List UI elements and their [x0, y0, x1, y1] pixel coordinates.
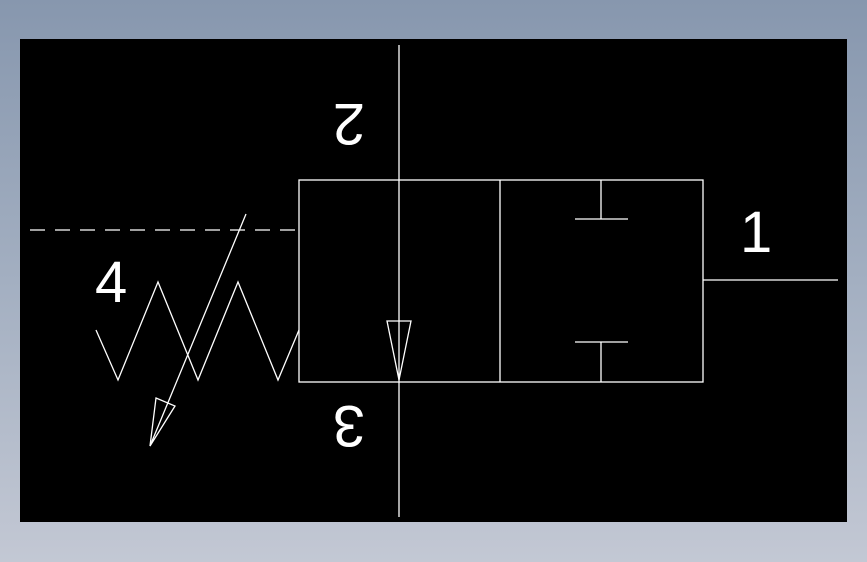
spring-zigzag [95, 280, 300, 382]
valve-body [298, 179, 704, 383]
port-label-4: 4 [95, 250, 127, 315]
port-label-2: 2 [333, 91, 365, 156]
adjustment-arrowhead [149, 397, 176, 447]
flow-arrowhead [386, 320, 412, 381]
port-label-1: 1 [740, 200, 772, 265]
adjustment-arrow-shaft [149, 213, 247, 447]
port-label-3: 3 [333, 393, 365, 458]
